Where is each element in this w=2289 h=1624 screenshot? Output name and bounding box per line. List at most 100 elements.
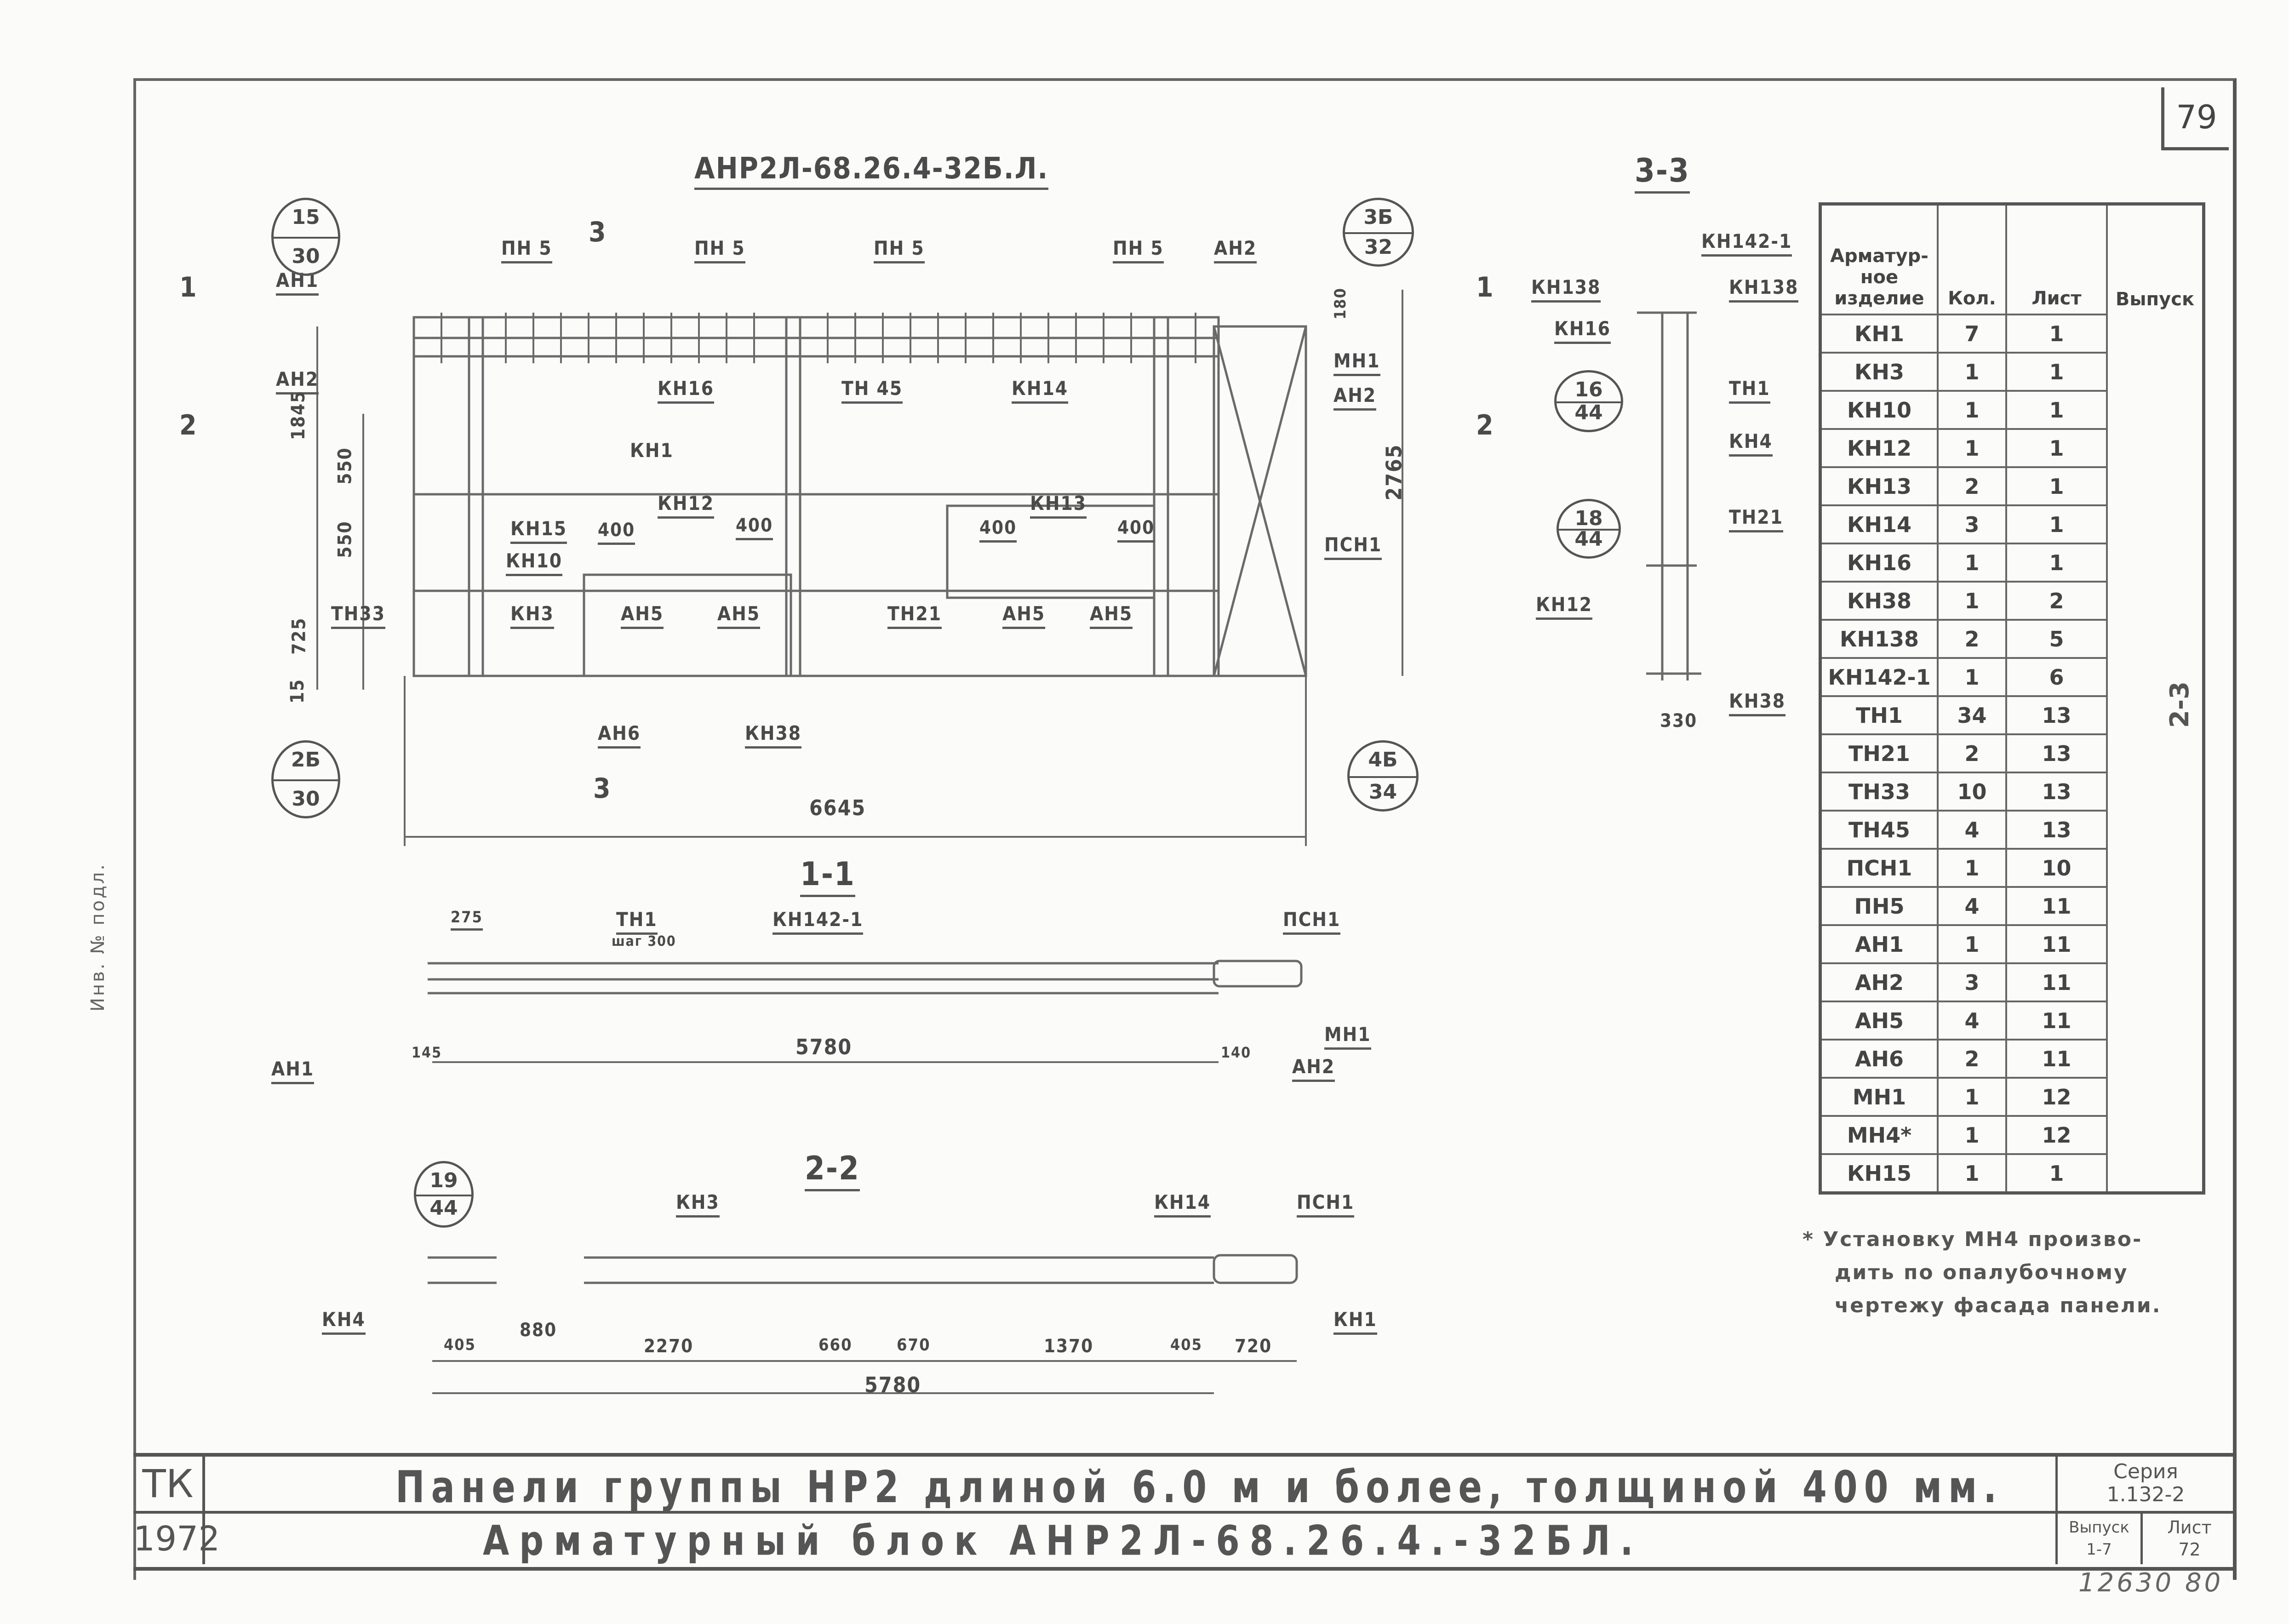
footnote-line-2: дить по опалубочному xyxy=(1835,1261,2129,1284)
cell-sheet: 11 xyxy=(2005,924,2108,964)
section-mark-top: 3 xyxy=(589,216,607,248)
dim-180: 180 xyxy=(1331,287,1350,320)
cell-sheet: 13 xyxy=(2005,733,2108,773)
label-pn5-1: ПН 5 xyxy=(501,237,552,263)
drawing-frame xyxy=(133,78,2237,1580)
cell-sheet: 12 xyxy=(2005,1115,2108,1155)
label-ah5-3: АН5 xyxy=(1002,602,1046,629)
footnote-line-3: чертежу фасада панели. xyxy=(1835,1294,2162,1317)
label-ah5-1: АН5 xyxy=(621,602,664,629)
cut-mark-1: 1 xyxy=(179,271,198,303)
section-2-2-title: 2-2 xyxy=(805,1149,860,1191)
cell-item: КН138 xyxy=(1819,619,1939,659)
title-block-org: ТК xyxy=(133,1457,205,1511)
s22-dim-total: 5780 xyxy=(864,1372,921,1397)
main-cage-outline xyxy=(412,316,1220,677)
s11-label-psn1: ПСН1 xyxy=(1283,908,1341,935)
s11-dim-275: 275 xyxy=(451,908,483,931)
s22-dim-7: 720 xyxy=(1235,1336,1272,1357)
cell-item: ПСН1 xyxy=(1819,848,1939,888)
dim-550b: 550 xyxy=(334,520,356,558)
cell-qty: 1 xyxy=(1937,1115,2007,1155)
page-number: 79 xyxy=(2161,87,2229,150)
spec-table-header-row: Арматур-ное изделие Кол. Лист Выпуск xyxy=(1819,203,2205,315)
cell-qty: 2 xyxy=(1937,619,2007,659)
label-kn14: КН14 xyxy=(1012,377,1069,404)
s22-dim-2: 2270 xyxy=(644,1336,694,1357)
cell-item: КН10 xyxy=(1819,390,1939,430)
cell-item: АН6 xyxy=(1819,1039,1939,1079)
s22-dim-4: 670 xyxy=(897,1336,931,1355)
cell-sheet: 2 xyxy=(2005,581,2108,621)
cell-sheet: 1 xyxy=(2005,428,2108,468)
issue-value: 1-7 xyxy=(2086,1540,2112,1559)
cell-sheet: 13 xyxy=(2005,695,2108,735)
cell-sheet: 11 xyxy=(2005,886,2108,926)
s33-label-kn4: КН4 xyxy=(1729,430,1773,457)
label-ah2-left: АН2 xyxy=(276,368,319,395)
cell-qty: 2 xyxy=(1937,1039,2007,1079)
label-pn5-4: ПН 5 xyxy=(1113,237,1164,263)
s22-dim-0: 405 xyxy=(444,1336,476,1354)
s33-label-kn16: КН16 xyxy=(1554,317,1611,344)
s33-label-kn138-right: КН138 xyxy=(1729,276,1799,303)
cell-item: КН1 xyxy=(1819,314,1939,354)
cell-qty: 1 xyxy=(1937,1077,2007,1117)
cut-mark-2-right: 2 xyxy=(1476,409,1494,441)
spec-header-issue: Выпуск xyxy=(2106,204,2205,315)
cell-item: КН15 xyxy=(1819,1153,1939,1194)
sheet-label: Лист xyxy=(2167,1517,2212,1538)
cell-qty: 1 xyxy=(1937,581,2007,621)
title-line-1: Панели группы НР2 длиной 6.0 м и более, … xyxy=(395,1461,2003,1513)
label-tn45: ТН 45 xyxy=(841,377,903,404)
s22-label-kn14: КН14 xyxy=(1154,1191,1211,1218)
cell-item: ПН5 xyxy=(1819,886,1939,926)
archive-number: 12630 80 xyxy=(2078,1568,2224,1598)
cell-qty: 2 xyxy=(1937,733,2007,773)
section-mark-bottom: 3 xyxy=(593,772,612,805)
title-block-series: Серия 1.132-2 xyxy=(2055,1457,2234,1511)
cell-item: ТН33 xyxy=(1819,772,1939,812)
label-pn5-3: ПН 5 xyxy=(874,237,925,263)
title-block-year: 1972 xyxy=(133,1514,220,1564)
s33-label-kn142-1: КН142-1 xyxy=(1701,230,1792,257)
label-kn3: КН3 xyxy=(510,602,554,629)
s11-label-kn142-1: КН142-1 xyxy=(773,908,864,935)
label-kn38: КН38 xyxy=(745,722,802,749)
cell-sheet: 1 xyxy=(2005,1153,2108,1194)
cell-qty: 3 xyxy=(1937,962,2007,1002)
cut-mark-1-right: 1 xyxy=(1476,271,1494,303)
cell-qty: 1 xyxy=(1937,848,2007,888)
cell-sheet: 1 xyxy=(2005,352,2108,392)
dim-400a: 400 xyxy=(598,520,635,545)
section-3-3-title: 3-3 xyxy=(1635,152,1690,194)
sheet-value: 72 xyxy=(2178,1539,2201,1560)
label-ah2-top: АН2 xyxy=(1214,237,1257,263)
label-ah6: АН6 xyxy=(598,722,641,749)
cell-qty: 1 xyxy=(1937,924,2007,964)
cell-item: КН142-1 xyxy=(1819,657,1939,697)
spec-header-sheet: Лист xyxy=(2005,203,2108,315)
cell-qty: 4 xyxy=(1937,1001,2007,1041)
s33-label-tn1: ТН1 xyxy=(1729,377,1770,404)
main-view-title: АНР2Л-68.26.4-32Б.Л. xyxy=(694,152,1049,190)
cell-sheet: 13 xyxy=(2005,772,2108,812)
cell-item: МН1 xyxy=(1819,1077,1939,1117)
cell-sheet: 1 xyxy=(2005,466,2108,506)
dim-725: 725 xyxy=(288,617,310,655)
label-kn10: КН10 xyxy=(506,549,563,576)
